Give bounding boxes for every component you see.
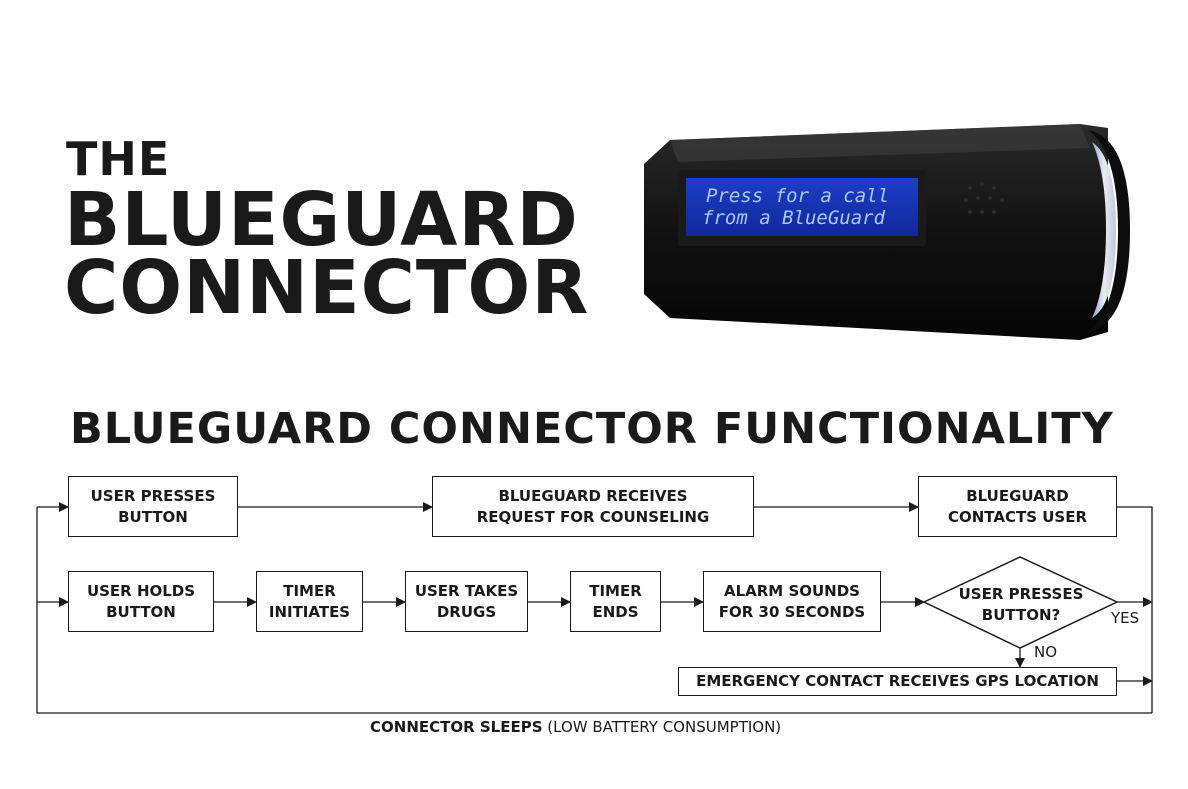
title-connector: CONNECTOR (64, 245, 590, 331)
box-blueguard-receives-request: BLUEGUARD RECEIVES REQUEST FOR COUNSELIN… (432, 476, 754, 537)
box-user-holds-button: USER HOLDS BUTTON (68, 571, 214, 632)
decision-label: USER PRESSES BUTTON? (958, 585, 1084, 624)
box-blueguard-contacts-user: BLUEGUARD CONTACTS USER (918, 476, 1117, 537)
section-heading: BLUEGUARD CONNECTOR FUNCTIONALITY (70, 404, 1114, 454)
decision-diamond (922, 556, 1119, 649)
device-image: Press for a call from a BlueGuard (644, 124, 1130, 340)
box-user-takes-drugs: USER TAKES DRUGS (405, 571, 528, 632)
device-end-cap (1088, 130, 1130, 332)
speaker-grille-icon (964, 182, 1004, 214)
lcd-line-2: from a BlueGuard (702, 207, 886, 229)
title-the: THE (66, 132, 171, 186)
line-sleep-loop (36, 507, 1152, 714)
lcd-screen (686, 178, 918, 236)
title-blueguard: BLUEGUARD (64, 177, 579, 263)
yes-label: YES (1111, 609, 1140, 627)
box-emergency-contact: EMERGENCY CONTACT RECEIVES GPS LOCATION (678, 667, 1117, 696)
line-contacts-right (1117, 506, 1153, 713)
box-user-presses-button: USER PRESSES BUTTON (68, 476, 238, 537)
connector-sleeps-label: CONNECTOR SLEEPS (LOW BATTERY CONSUMPTIO… (370, 718, 782, 736)
box-timer-ends: TIMER ENDS (570, 571, 661, 632)
box-timer-initiates: TIMER INITIATES (256, 571, 363, 632)
device-end-cap-face (1092, 142, 1116, 318)
box-alarm-sounds: ALARM SOUNDS FOR 30 SECONDS (703, 571, 881, 632)
title-main: BLUEGUARD CONNECTOR (64, 177, 590, 331)
no-label: NO (1034, 643, 1058, 661)
device-top-face (670, 124, 1090, 162)
lcd-line-1: Press for a call (706, 185, 889, 207)
